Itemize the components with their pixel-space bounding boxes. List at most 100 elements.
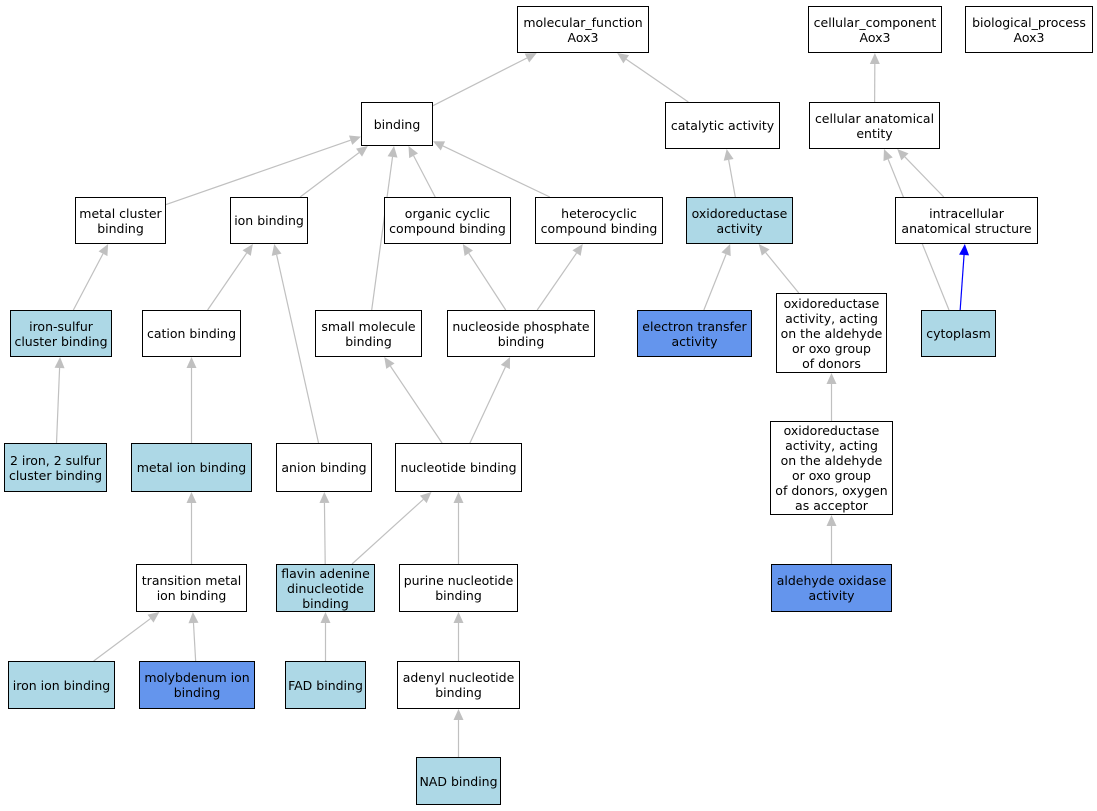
arrowhead: [462, 244, 473, 256]
node-purine-nucleotide-binding[interactable]: purine nucleotide binding: [399, 564, 518, 612]
edge-fad_binding-to-fad_dinucleotide_binding: [320, 612, 331, 661]
edge-nucleoside_phosphate_binding-to-organic_cyclic_compound_binding: [462, 244, 507, 311]
arrowhead: [617, 53, 630, 64]
edge-purine_nucleotide_binding-to-nucleotide_binding: [453, 492, 464, 564]
edge-metal_cluster_binding-to-binding: [165, 135, 361, 206]
arrowhead: [319, 492, 330, 504]
arrowhead: [186, 492, 197, 503]
arrowhead: [98, 244, 109, 257]
arrowhead: [524, 53, 537, 63]
node-nucleotide-binding[interactable]: nucleotide binding: [395, 443, 522, 492]
node-ion-binding[interactable]: ion binding: [230, 197, 308, 244]
node-2-iron-2-sulfur-cluster-binding[interactable]: 2 iron, 2 sulfur cluster binding: [4, 443, 107, 492]
arrowhead: [826, 515, 837, 526]
node-cellular-component[interactable]: cellular_component Aox3: [808, 6, 942, 53]
arrowhead: [242, 244, 253, 256]
arrowhead: [419, 492, 432, 504]
arrowhead: [826, 373, 837, 384]
node-intracellular-anatomical-structure[interactable]: intracellular anatomical structure: [895, 197, 1038, 244]
edge-adenyl_nucleotide_binding-to-purine_nucleotide_binding: [453, 612, 464, 661]
arrowhead: [387, 146, 398, 158]
arrowhead: [897, 149, 909, 161]
node-catalytic-activity[interactable]: catalytic activity: [665, 102, 780, 149]
edge-metal_ion_binding-to-cation_binding: [186, 357, 197, 443]
arrowhead: [883, 149, 893, 162]
node-biological-process[interactable]: biological_process Aox3: [965, 6, 1093, 53]
node-cellular-anatomical-entity[interactable]: cellular anatomical entity: [809, 102, 940, 149]
node-flavin-adenine-dinucleotide-binding[interactable]: flavin adenine dinucleotide binding: [276, 564, 375, 612]
edge-aldehyde_oxidase_activity-to-oxidoreductase_aldehyde_oxygen: [826, 515, 837, 564]
node-cytoplasm[interactable]: cytoplasm: [921, 310, 996, 357]
node-binding[interactable]: binding: [361, 102, 433, 146]
node-molybdenum-ion-binding[interactable]: molybdenum ion binding: [139, 661, 255, 709]
arrowhead: [453, 492, 464, 503]
node-nucleoside-phosphate-binding[interactable]: nucleoside phosphate binding: [447, 310, 595, 357]
edge-iron_sulfur_cluster_binding-to-metal_cluster_binding: [72, 244, 109, 311]
node-metal-cluster-binding[interactable]: metal cluster binding: [75, 197, 166, 244]
node-fad-binding[interactable]: FAD binding: [285, 661, 366, 709]
edge-nucleoside_phosphate_binding-to-heterocyclic_compound_binding: [536, 244, 583, 311]
arrowhead: [271, 244, 282, 256]
node-anion-binding[interactable]: anion binding: [276, 443, 372, 492]
arrowhead: [54, 357, 65, 369]
edge-cellular_anatomical_entity-to-cellular_component: [869, 53, 880, 103]
edge-cytoplasm-to-intracellular_anatomical_structure: [959, 244, 970, 311]
arrowhead: [869, 53, 880, 65]
edge-cation_binding-to-ion_binding: [207, 244, 253, 311]
edge-transition_metal_ion_binding-to-metal_ion_binding: [186, 492, 197, 564]
arrowhead: [188, 612, 199, 624]
node-adenyl-nucleotide-binding[interactable]: adenyl nucleotide binding: [397, 661, 520, 709]
arrowhead: [186, 357, 197, 368]
edge-oxidoreductase_activity-to-catalytic_activity: [723, 149, 736, 198]
node-oxidoreductase-aldehyde-oxygen-acceptor[interactable]: oxidoreductase activity, acting on the a…: [770, 421, 893, 515]
arrowhead: [758, 244, 770, 256]
arrowhead: [348, 135, 361, 145]
node-organic-cyclic-compound-binding[interactable]: organic cyclic compound binding: [384, 197, 511, 244]
arrowhead: [723, 149, 734, 161]
node-aldehyde-oxidase-activity[interactable]: aldehyde oxidase activity: [771, 564, 892, 612]
edge-anion_binding-to-ion_binding: [271, 244, 320, 444]
edge-organic_cyclic_compound_binding-to-binding: [408, 146, 436, 198]
edge-molybdenum_ion_binding-to-transition_metal_ion_binding: [188, 612, 199, 662]
edge-nucleotide_binding-to-small_molecule_binding: [384, 357, 443, 444]
edge-catalytic_activity-to-molecular_function: [617, 53, 689, 103]
edge-nucleotide_binding-to-nucleoside_phosphate_binding: [469, 357, 511, 444]
node-heterocyclic-compound-binding[interactable]: heterocyclic compound binding: [535, 197, 663, 244]
node-iron-sulfur-cluster-binding[interactable]: iron-sulfur cluster binding: [10, 310, 112, 357]
arrowhead: [320, 612, 331, 623]
edge-heterocyclic_compound_binding-to-binding: [433, 141, 551, 198]
edge-intracellular_anatomical_structure-to-cellular_anatomical_entity: [897, 149, 945, 198]
edge-oxidoreductase_aldehyde_oxygen-to-oxidoreductase_aldehyde: [826, 373, 837, 421]
edge-nad_binding-to-adenyl_nucleotide_binding: [453, 709, 464, 757]
edge-iron_ion_binding-to-transition_metal_ion_binding: [93, 612, 160, 662]
edge-small_molecule_binding-to-binding: [371, 146, 398, 311]
arrowhead: [959, 244, 970, 256]
node-iron-ion-binding[interactable]: iron ion binding: [8, 661, 115, 709]
arrowhead: [433, 141, 446, 151]
arrowhead: [572, 244, 583, 256]
node-oxidoreductase-aldehyde-donors[interactable]: oxidoreductase activity, acting on the a…: [776, 293, 887, 373]
arrowhead: [721, 244, 731, 257]
arrowhead: [453, 612, 464, 623]
edge-binding-to-molecular_function: [432, 53, 537, 107]
edge-two_iron_two_sulfur_cluster_binding-to-iron_sulfur_cluster_binding: [54, 357, 65, 444]
edge-electron_transfer_activity-to-oxidoreductase_activity: [703, 244, 731, 311]
node-metal-ion-binding[interactable]: metal ion binding: [131, 443, 252, 492]
node-cation-binding[interactable]: cation binding: [142, 310, 241, 357]
arrowhead: [453, 709, 464, 720]
edge-fad_dinucleotide_binding-to-anion_binding: [319, 492, 330, 565]
arrowhead: [500, 357, 511, 370]
arrowhead: [384, 357, 395, 369]
node-nad-binding[interactable]: NAD binding: [416, 757, 501, 805]
edge-oxidoreductase_aldehyde-to-oxidoreductase_activity: [758, 244, 800, 294]
edge-fad_dinucleotide_binding-to-nucleotide_binding: [351, 492, 432, 565]
arrowhead: [356, 146, 368, 157]
arrowhead: [408, 146, 419, 159]
node-transition-metal-ion-binding[interactable]: transition metal ion binding: [136, 564, 247, 612]
node-molecular-function[interactable]: molecular_function Aox3: [517, 6, 649, 53]
node-oxidoreductase-activity[interactable]: oxidoreductase activity: [686, 197, 793, 244]
node-small-molecule-binding[interactable]: small molecule binding: [315, 310, 422, 357]
node-electron-transfer-activity[interactable]: electron transfer activity: [637, 310, 752, 357]
